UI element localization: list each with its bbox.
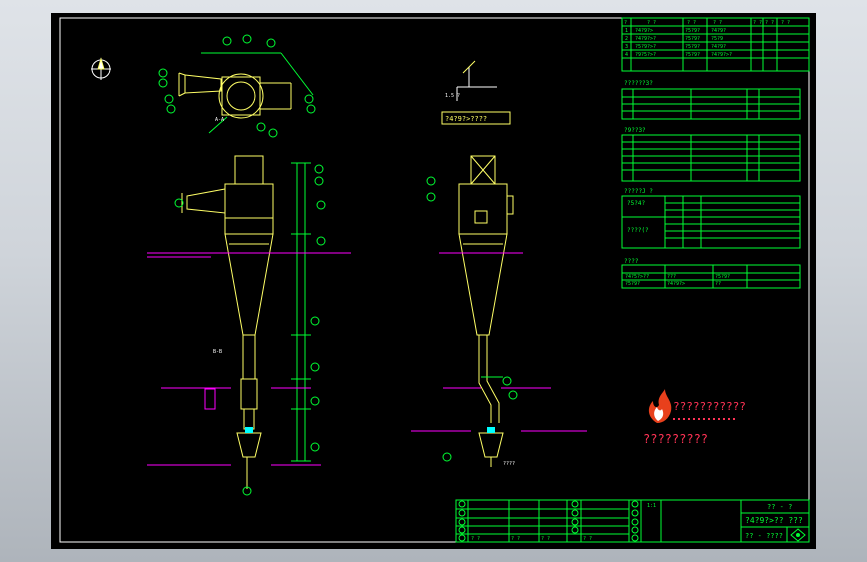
flame-logo-icon [648, 389, 672, 423]
label-b: B-B [213, 349, 222, 355]
plan-body-outer [218, 73, 264, 119]
parts-row-cell: 1 [625, 28, 628, 34]
drawing-sheet: 1.5 ? ?4?9?>???? A-A B-B ???? ?? ?? ?? ?… [51, 13, 816, 549]
parts-row-cell: ?5?9 [711, 36, 723, 42]
front-elevation [181, 155, 274, 489]
sign-label: ? ? [541, 536, 550, 542]
drop-note: ???? [503, 461, 515, 467]
front-dimensions [174, 162, 326, 496]
section-title-text: ?4?9?>???? [445, 115, 487, 123]
plan-note-text: 1.5 ? [445, 93, 460, 99]
cyclone-cylinder [224, 183, 274, 235]
section4-title: ?????J ? [624, 188, 653, 195]
parts-header-cell: ? ? [687, 20, 696, 26]
parts-table-rows: 1 ?4?9?> ?5?9? ?4?9? 2 ?4?9?>? ?5?9? ?5?9 3 ?5?9?… [625, 28, 732, 58]
drawing-number: ?? - ? [767, 503, 792, 511]
parts-row-cell: ?5?9? [685, 52, 700, 58]
parts-row-cell: ?9?5?>? [635, 52, 656, 58]
side-dimensions [426, 176, 518, 462]
table-5-cell: ?5?9? [625, 281, 640, 287]
table-5-cell: ??? [667, 274, 676, 280]
table-5-cell: ?5?9? [715, 274, 730, 280]
section-title-box [441, 111, 511, 125]
remarks-cell-2: ????(? [627, 227, 649, 234]
section5-title: ???? [624, 258, 639, 265]
plan-view [91, 52, 314, 134]
sign-label: ? ? [471, 536, 480, 542]
table-5-rows: ?4?5?>????? ?5?9? ?5?9? ?4?9?>?? [625, 274, 730, 287]
valve-highlight [245, 427, 253, 433]
cad-drawing: 1.5 ? ?4?9?>???? A-A B-B ???? ?? ?? ?? ?… [59, 17, 810, 543]
table-3 [621, 134, 801, 182]
table-5-cell: ?4?5?>?? [625, 274, 649, 280]
outlet-detail [456, 60, 497, 101]
parts-row-cell: 2 [625, 36, 628, 42]
drawing-scale: 1:1 [647, 503, 656, 509]
table-5 [621, 264, 801, 289]
plan-body-inner [226, 81, 256, 111]
cyclone-cone [224, 233, 274, 336]
drawing-title: ?4?9?>?? ??? [745, 516, 803, 525]
parts-row-cell: ?5?9? [685, 44, 700, 50]
parts-row-cell: ?4?9?> [635, 28, 653, 34]
drawing-code: ?? - ???? [745, 532, 783, 540]
parts-row-cell: ?4?9?>? [635, 36, 656, 42]
remarks-cell-1: ?5?4? [627, 200, 645, 207]
section2-title: ??????3? [624, 80, 653, 87]
watermark-line-2: ????????? [643, 432, 708, 446]
parts-row-cell: 4 [625, 52, 628, 58]
table-5-cell: ?? [715, 281, 721, 287]
parts-header-cell: ? ? [713, 20, 722, 26]
parts-header-cell: ? [624, 20, 627, 26]
parts-header-cell: ? ? [781, 20, 790, 26]
table-2 [621, 88, 801, 120]
parts-row-cell: ?4?9? [711, 44, 726, 50]
sheet-border [59, 17, 810, 543]
parts-header-cell: ? ? [765, 20, 774, 26]
sign-label: ? ? [511, 536, 520, 542]
table-4 [621, 195, 801, 249]
parts-row-cell: ?4?9?>? [711, 52, 732, 58]
parts-row-cell: ?5?9? [685, 28, 700, 34]
watermark-line-1: ??????????? [673, 400, 746, 413]
title-block [455, 499, 810, 543]
parts-row-cell: 3 [625, 44, 628, 50]
parts-header-cell: ? ? [647, 20, 656, 26]
plan-balloons [158, 34, 316, 138]
parts-row-cell: ?4?9? [711, 28, 726, 34]
parts-table-header: ?? ?? ?? ?? ?? ?? ? [624, 20, 790, 26]
section3-title: ?9??3? [624, 127, 646, 134]
title-block-circles [458, 500, 639, 542]
table-5-cell: ?4?9?> [667, 281, 685, 287]
side-ground [411, 252, 587, 432]
parts-header-cell: ? ? [753, 20, 762, 26]
front-ground [147, 252, 351, 466]
label-a: A-A [215, 117, 224, 123]
sheet-mark-icon [790, 528, 806, 542]
side-elevation [458, 155, 514, 467]
parts-row-cell: ?5?9?>? [635, 44, 656, 50]
sign-label: ? ? [583, 536, 592, 542]
parts-row-cell: ?5?9? [685, 36, 700, 42]
parts-table [621, 17, 810, 72]
side-valve-highlight [487, 427, 495, 433]
title-block-sign-labels: ? ? ? ? ? ? ? ? [471, 536, 592, 542]
